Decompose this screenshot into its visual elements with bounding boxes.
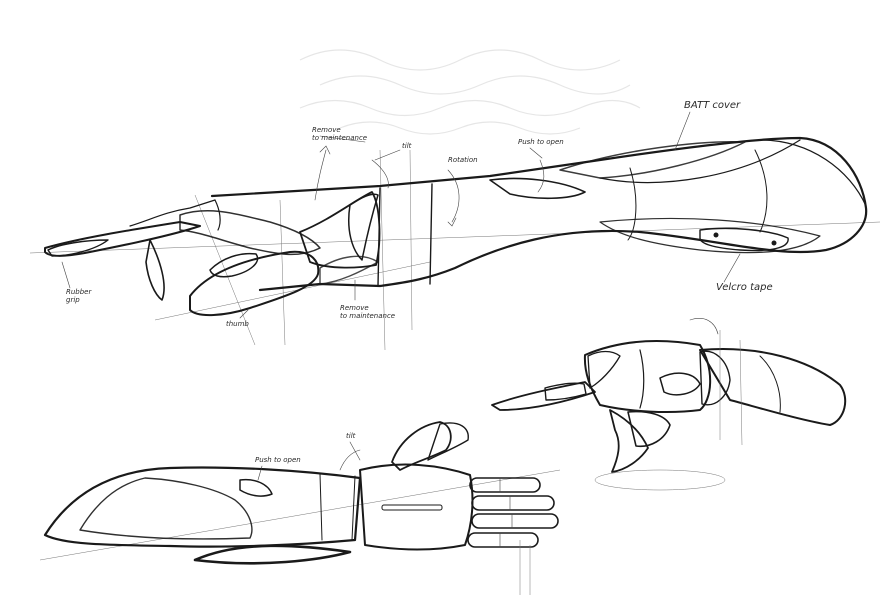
bottom-palm: [359, 463, 474, 551]
label-remove-maintenance-top: Remove to maintenance: [312, 126, 367, 142]
bottom-annotations: tilt Push to open: [255, 432, 361, 481]
label-push-to-open: Push to open: [518, 138, 564, 146]
pointing-hand-view: [491, 318, 847, 491]
curled-fingers: [609, 409, 649, 473]
label-rotation: Rotation: [448, 156, 478, 164]
top-arm-side-view: [29, 136, 880, 351]
push-to-open-recess: [489, 177, 586, 200]
thumb: [189, 250, 320, 317]
bottom-arm-palm-view: [39, 421, 561, 595]
bottom-forearm-shadow: [79, 477, 253, 540]
label-thumb: thumb: [226, 320, 249, 328]
pointing-finger: [491, 381, 596, 411]
ghost-scribbles: [299, 49, 641, 135]
forearm-shell: [210, 136, 868, 292]
label-tilt-bottom: tilt: [346, 432, 356, 440]
bottom-forearm: [43, 466, 362, 548]
bottom-fingers: [467, 477, 559, 548]
label-velcro-tape: Velcro tape: [716, 282, 773, 293]
label-push-to-open-bottom: Push to open: [255, 456, 301, 464]
batt-cover-recess: [559, 141, 746, 179]
label-tilt-top: tilt: [402, 142, 412, 150]
hand-dark-mech: [179, 210, 321, 256]
pointing-forearm: [699, 348, 847, 426]
velcro-strap: [193, 544, 352, 565]
top-annotations: Remove to maintenance tilt Rotation Push…: [61, 100, 773, 328]
velcro-pad: [699, 227, 789, 252]
label-batt-cover: BATT cover: [684, 100, 741, 111]
index-finger: [44, 221, 201, 257]
bottom-thumb: [391, 421, 452, 471]
velcro-band: [599, 217, 821, 254]
wrist-joint: [299, 191, 381, 269]
pointing-palm: [583, 340, 712, 414]
